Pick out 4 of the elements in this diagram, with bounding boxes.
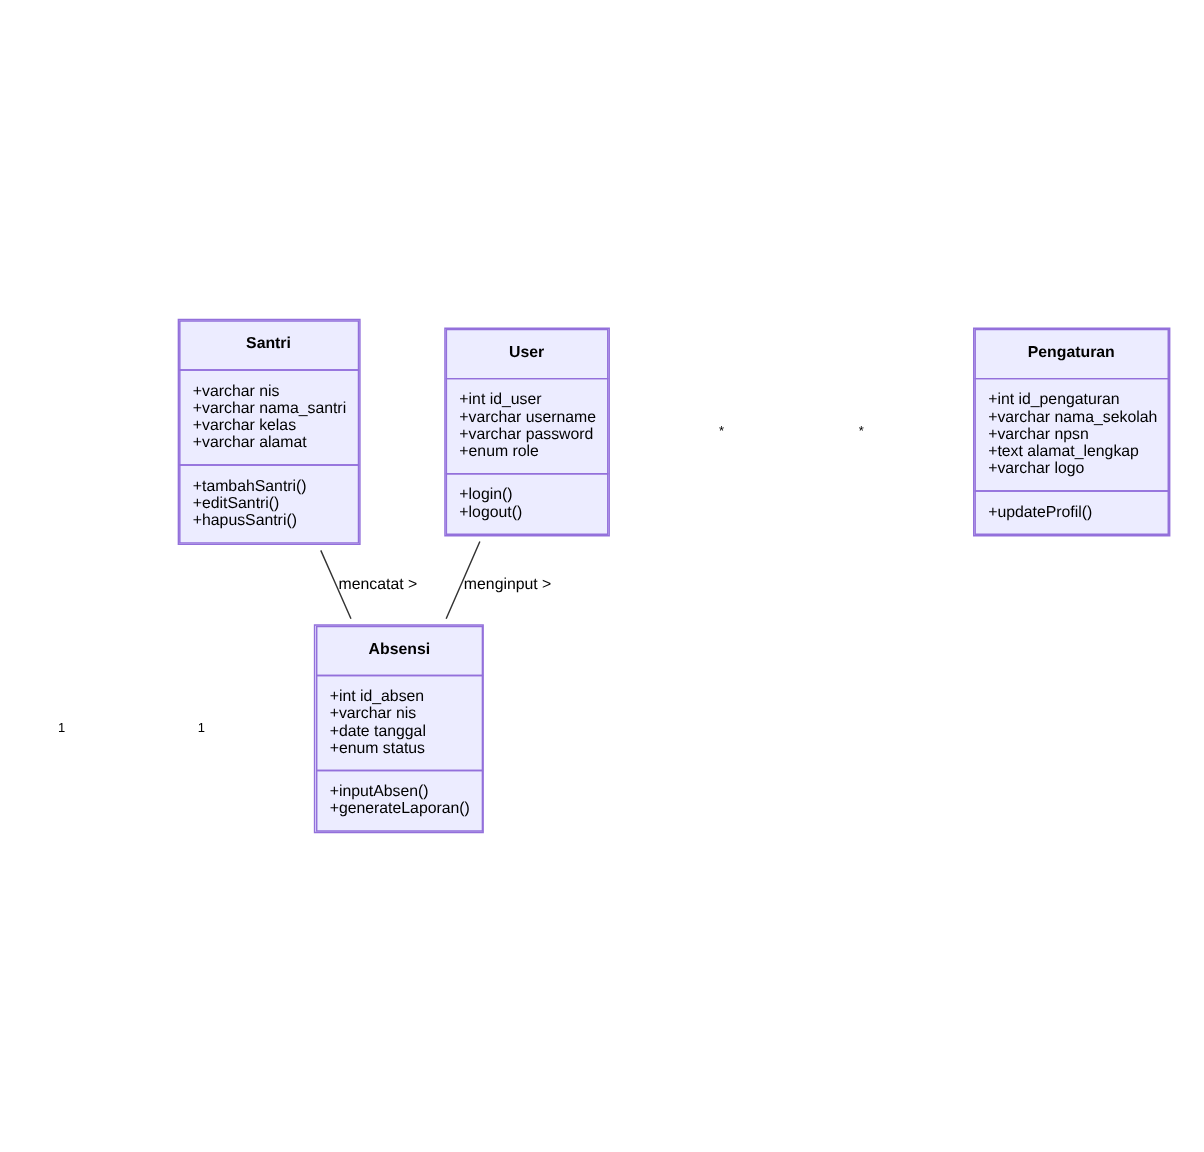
connector <box>320 549 352 620</box>
edge-label: menginput > <box>463 574 552 593</box>
connector <box>445 540 481 620</box>
edge-label: mencatat > <box>338 574 418 593</box>
